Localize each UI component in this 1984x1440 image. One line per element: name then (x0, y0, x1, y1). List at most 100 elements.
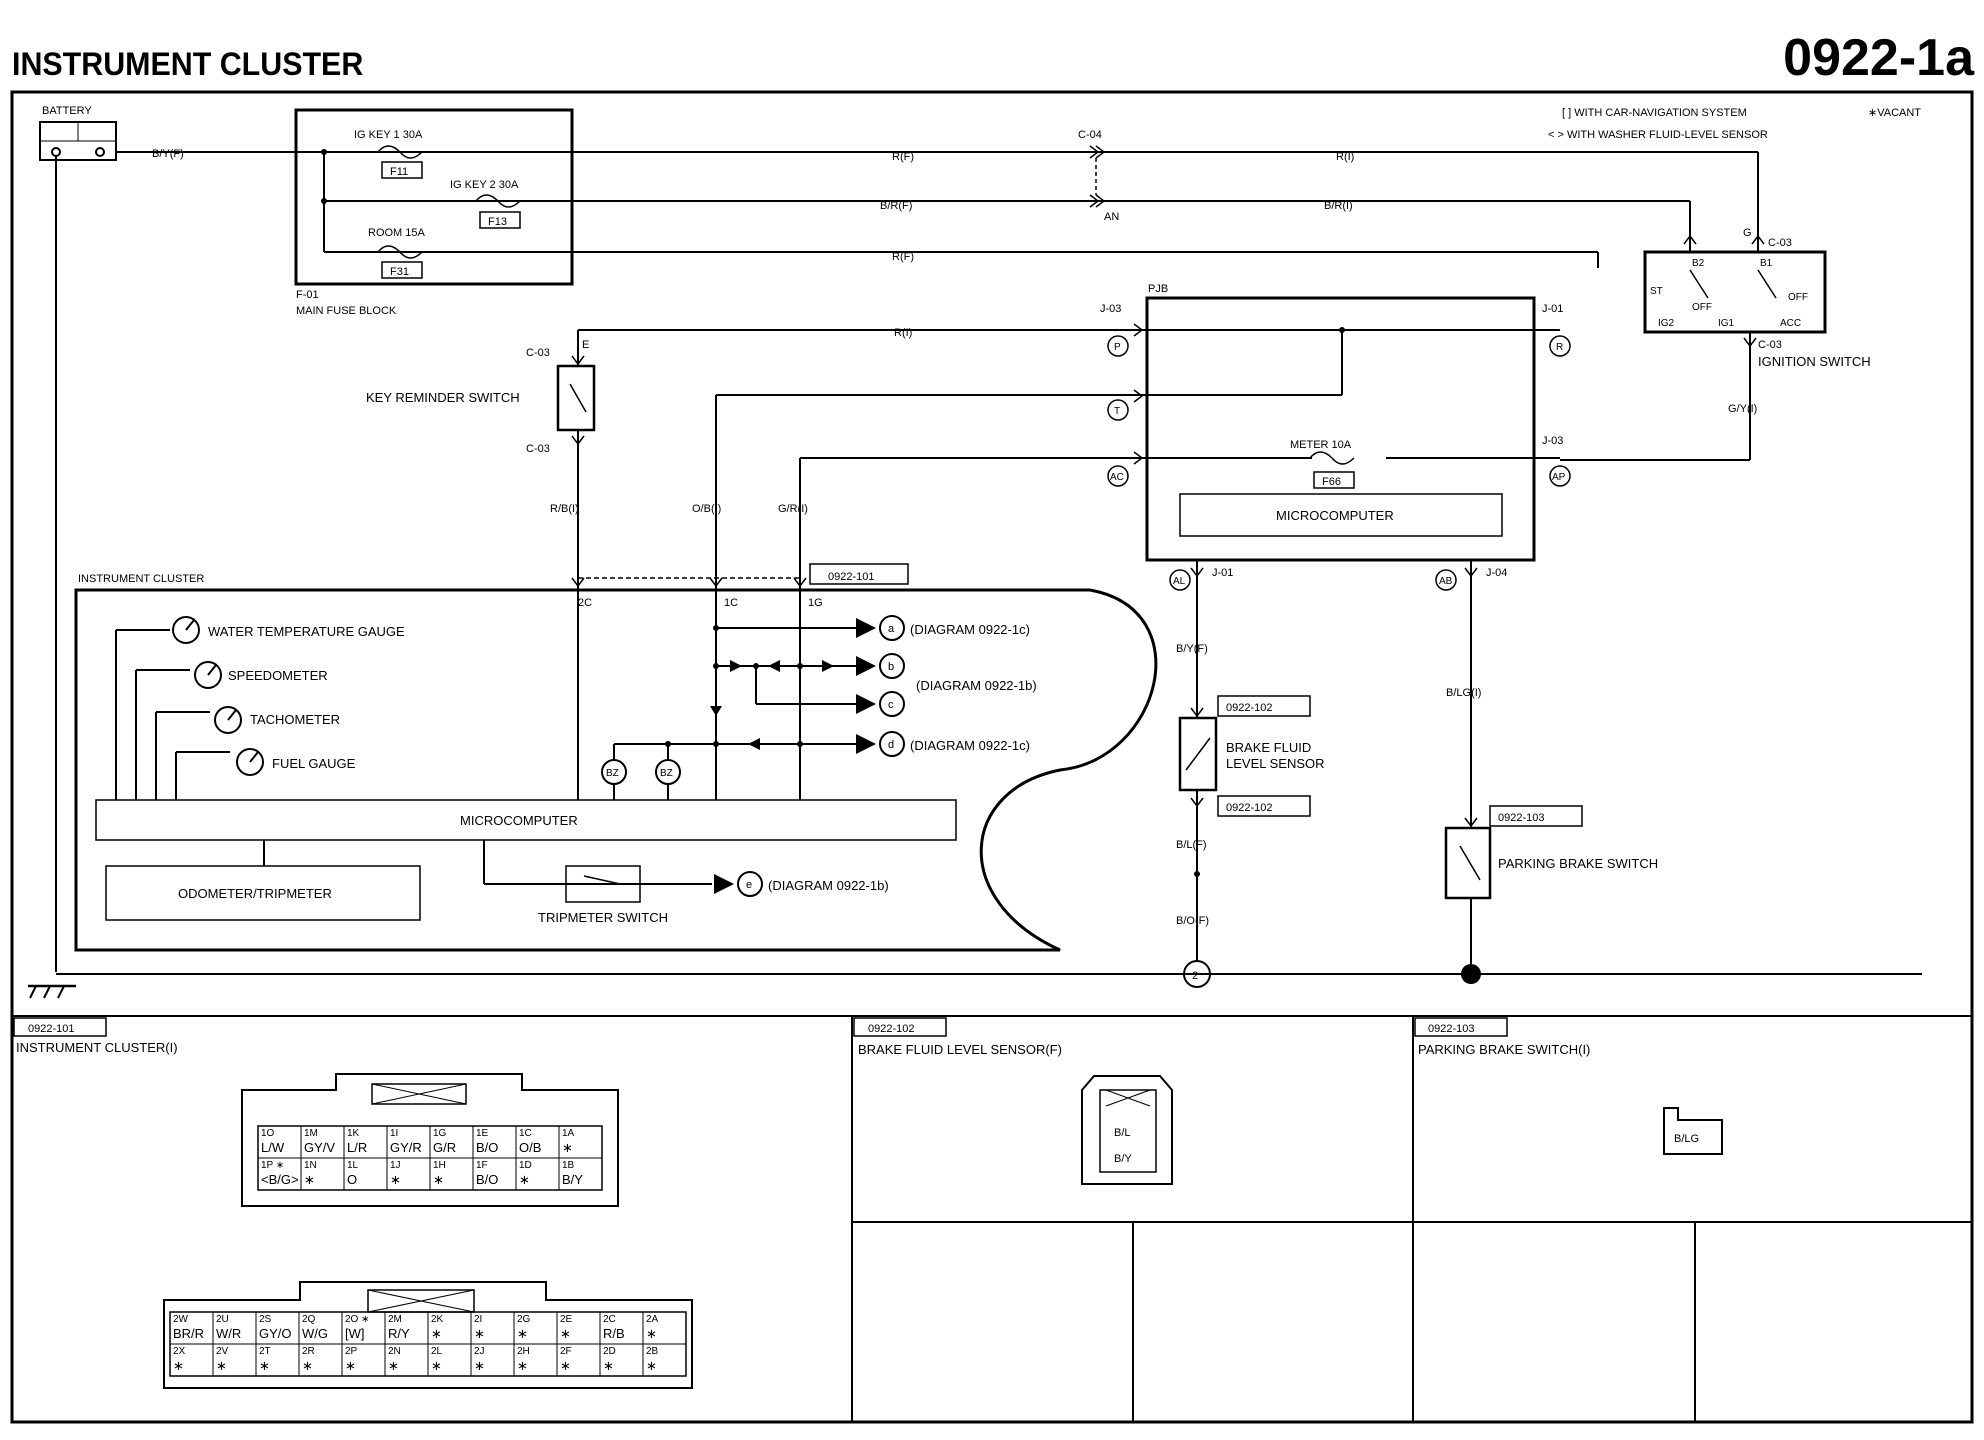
c101-bottom-pin-wire: ∗ (216, 1358, 227, 1373)
lower-101-code-box (13, 1017, 107, 1037)
key-reminder-switch (556, 364, 596, 432)
c101-bottom-pin-id: 2O ∗ (345, 1314, 370, 1325)
fuse-f31-box (381, 261, 423, 279)
battery-wire-label: B/Y(F) (152, 148, 184, 160)
node-ob-a (713, 625, 719, 631)
fuse-f11-code: F11 (390, 166, 408, 178)
battery-pos-term (95, 147, 105, 157)
key-c03-top: C-03 (526, 347, 550, 359)
wire-gr: G/R(I) (778, 503, 808, 515)
ref-e (737, 871, 763, 897)
c102-latch-x (1105, 1089, 1151, 1107)
c101-top-pin-id: 1I (390, 1128, 398, 1139)
c103-pin: B/LG (1674, 1133, 1699, 1145)
wire-rf-2: R(F) (892, 251, 914, 263)
pjb-name: PJB (1148, 283, 1168, 295)
ig-c03-top: C-03 (1768, 237, 1792, 249)
c101-bottom-pin-wire: ∗ (302, 1358, 313, 1373)
pjb-micro (1179, 493, 1503, 537)
cluster-name: INSTRUMENT CLUSTER (78, 573, 204, 585)
c101-bottom-pin-id: 2T (259, 1346, 271, 1357)
node-blf (1194, 871, 1200, 877)
ig-blade-1 (1689, 269, 1709, 299)
pjb-pin-r: R (1556, 342, 1563, 353)
c101-top-pin-wire: L/R (347, 1140, 367, 1155)
ref-b (879, 653, 905, 679)
diode-4 (710, 706, 722, 716)
lower-103-code-box (1414, 1017, 1508, 1037)
ref-d-id: d (888, 739, 894, 751)
c101-top-pin-wire: O (347, 1172, 357, 1187)
pjb-pin-ap: AP (1552, 472, 1566, 483)
ground-ref-label: 2 (1192, 970, 1198, 982)
c101-bottom-pin-wire: ∗ (603, 1358, 614, 1373)
page-code: 0922-1a (1783, 29, 1974, 87)
arrow-b (856, 656, 876, 676)
key-c03-bottom: C-03 (526, 443, 550, 455)
legend-washer: < > WITH WASHER FLUID-LEVEL SENSOR (1548, 129, 1768, 141)
ig-ig2: IG2 (1658, 318, 1675, 329)
c101-top-pin-wire: G/R (433, 1140, 456, 1155)
pin-t-circle (1107, 399, 1129, 421)
c101-bottom-pin-wire: ∗ (474, 1358, 485, 1373)
cluster-micro-label: MICROCOMPUTER (460, 813, 578, 828)
g2n (207, 664, 217, 676)
pjb-fuse-code: F66 (1322, 476, 1341, 488)
pjb-pin-al: AL (1173, 576, 1186, 587)
bz-2-label: BZ (660, 768, 673, 779)
ig-ig1: IG1 (1718, 318, 1735, 329)
c101-bottom-pin-id: 2B (646, 1346, 659, 1357)
ref-a-text: (DIAGRAM 0922-1c) (910, 622, 1030, 637)
c101-bottom-pin-id: 2K (431, 1314, 444, 1325)
wire-byf: B/Y(F) (1176, 643, 1208, 655)
pjb-pin-ac: AC (1110, 472, 1124, 483)
c101-bottom-pin-wire: ∗ (560, 1326, 571, 1341)
ig-b1: B1 (1760, 258, 1773, 269)
c101-top-pin-id: 1P ∗ (261, 1160, 284, 1171)
c101-bottom-pin-wire: GY/O (259, 1326, 292, 1341)
pin-ac-circle (1107, 465, 1129, 487)
c101-top-pin-wire: ∗ (519, 1172, 530, 1187)
pjb-box (1145, 296, 1536, 562)
node-d-bz (665, 741, 671, 747)
c101-latch-1 (371, 1083, 467, 1105)
c101-top-pin-wire: B/O (476, 1140, 498, 1155)
gnd-sym3 (43, 985, 51, 999)
diode-5 (748, 738, 760, 750)
ig-st: ST (1650, 286, 1663, 297)
gnd-sym4 (57, 985, 65, 999)
c101-bottom-pin-id: 2G (517, 1314, 531, 1325)
cluster-outline (74, 588, 1158, 952)
c101-top-cell (558, 1157, 603, 1191)
ignition-switch-box (1643, 250, 1827, 334)
pb-conn: 0922-103 (1498, 812, 1545, 824)
main-fuse-block (294, 108, 574, 286)
node-fuse-1 (321, 149, 327, 155)
fuse-f11-box (381, 161, 423, 179)
wire-brf: B/R(F) (880, 200, 912, 212)
node-pjb (1339, 327, 1345, 333)
gauge-label-3: TACHOMETER (250, 712, 340, 727)
c101-bottom-pin-id: 2R (302, 1346, 315, 1357)
c101-top-pin-id: 1B (562, 1160, 575, 1171)
fuse-f66-box (1313, 471, 1355, 489)
battery-neg-term (51, 147, 61, 157)
wire-blf: B/L(F) (1176, 839, 1207, 851)
c101-top-pin-wire: B/O (476, 1172, 498, 1187)
c101-latch-2-x (367, 1289, 475, 1313)
c101-title: INSTRUMENT CLUSTER(I) (16, 1040, 178, 1055)
c102-pin-bottom: B/Y (1114, 1153, 1132, 1165)
c101-top-pin-wire: GY/V (304, 1140, 335, 1155)
node-gr-b (797, 663, 803, 669)
c103-code: 0922-103 (1428, 1023, 1475, 1035)
page-title: INSTRUMENT CLUSTER (12, 46, 364, 82)
c101-housing-2 (163, 1281, 693, 1389)
key-chevrons (571, 355, 585, 446)
c101-top-pin-wire: <B/G> (261, 1172, 299, 1187)
diode-1 (730, 660, 742, 672)
c103-housing (1663, 1107, 1723, 1155)
c101-bottom-pin-id: 2L (431, 1346, 443, 1357)
key-switch-blade (569, 383, 587, 413)
